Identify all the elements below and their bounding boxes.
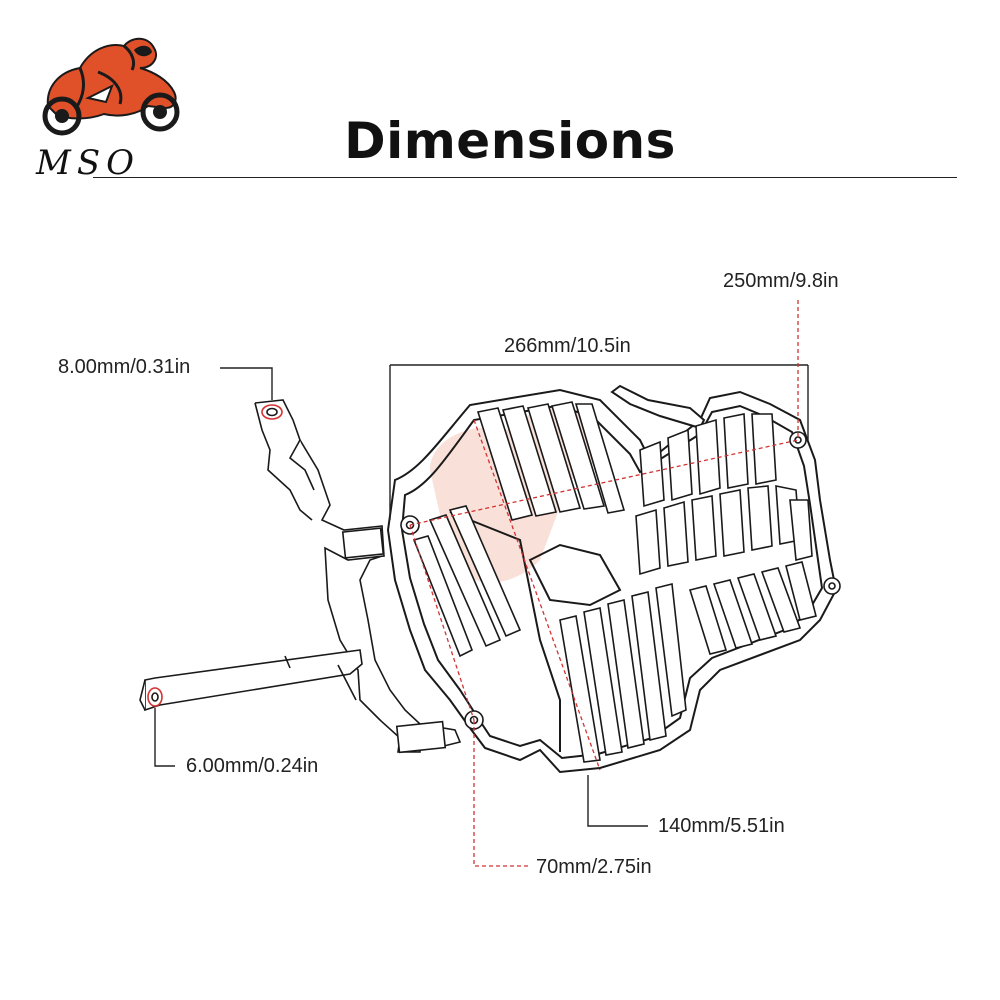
grille-slats <box>412 401 817 763</box>
motorcycle-rider-icon <box>42 37 180 136</box>
red-dimension-lines <box>409 300 799 867</box>
title-divider <box>93 177 957 178</box>
page-title: Dimensions <box>344 112 676 170</box>
brand-logo: MSO <box>28 28 186 180</box>
width-overall-label: 266mm/10.5in <box>504 335 631 357</box>
mounting-bracket <box>139 399 462 754</box>
hole-bottom-label: 6.00mm/0.24in <box>186 755 319 777</box>
hole-top-label: 8.00mm/0.31in <box>58 356 191 378</box>
height-label: 140mm/5.51in <box>658 815 785 837</box>
diagonal-label: 250mm/9.8in <box>723 270 839 292</box>
grille-frame <box>386 384 838 774</box>
dimension-lines <box>154 364 809 827</box>
hole-spacing-label: 70mm/2.75in <box>536 856 652 878</box>
logo-text: MSO <box>36 143 140 183</box>
